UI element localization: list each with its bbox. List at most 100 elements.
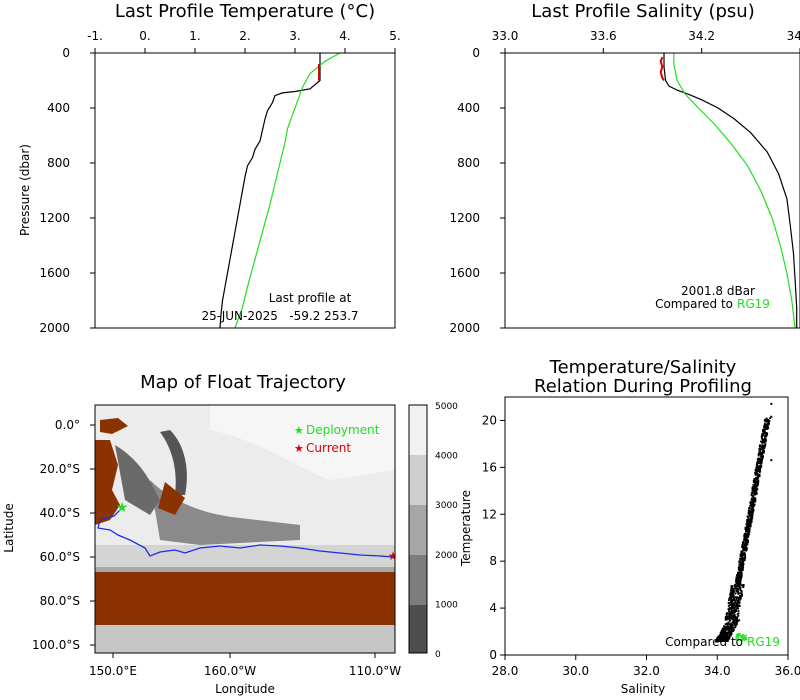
colorbar-band-4 <box>409 455 427 505</box>
ts-point <box>729 589 732 592</box>
ts-point <box>770 415 773 418</box>
ts-point <box>762 449 764 452</box>
ts-point <box>761 445 763 448</box>
temperature-annotation-line2: 25-JUN-2025 -59.2 253.7 <box>201 309 358 323</box>
ts-point <box>740 558 743 561</box>
ts-point <box>737 584 739 587</box>
x-tick-label: 33.0 <box>492 29 519 43</box>
current-marker: ★ <box>388 549 399 563</box>
ts-y-tick-label: 8 <box>489 554 497 568</box>
ts-point <box>720 632 723 635</box>
ts-point <box>730 596 732 599</box>
ts-point <box>766 427 769 430</box>
temperature-frame <box>94 52 396 329</box>
ts-point <box>733 614 735 617</box>
ts-point <box>763 434 766 437</box>
ts-point <box>755 486 758 488</box>
ts-point <box>754 485 757 488</box>
ts-point <box>752 487 754 489</box>
ts-point <box>739 598 741 601</box>
ts-point <box>735 596 738 599</box>
ts-point <box>738 582 741 585</box>
ts-point <box>762 432 765 435</box>
ts-point <box>719 638 721 641</box>
ts-point <box>760 452 763 455</box>
ts-climatology-point <box>743 636 746 639</box>
temperature-title: Last Profile Temperature (°C) <box>115 1 375 22</box>
ts-x-tick-label: 28.0 <box>492 664 519 678</box>
ts-point <box>759 458 762 461</box>
ts-point <box>726 627 729 630</box>
ts-x-tick-label: 32.0 <box>633 664 660 678</box>
ts-point <box>740 595 742 598</box>
ts-point <box>737 614 740 617</box>
map-x-tick-label: 110.0°W <box>349 664 401 678</box>
ts-point <box>738 565 741 568</box>
ts-point <box>732 590 734 592</box>
x-tick-label: 34.2 <box>688 29 715 43</box>
ts-point <box>754 497 757 500</box>
legend-current-icon: ★ <box>294 442 304 455</box>
ts-point <box>739 583 742 585</box>
ridge-dark <box>150 480 300 545</box>
ts-point <box>748 513 751 515</box>
ts-point <box>746 529 749 532</box>
ts-point <box>758 445 761 448</box>
ts-point <box>732 609 735 612</box>
ts-point <box>739 559 742 562</box>
ts-point <box>763 437 766 440</box>
map-panel: Map of Float Trajectory ★ ★ ★ <box>2 372 458 696</box>
ts-point <box>758 475 761 477</box>
ts-point <box>734 611 736 613</box>
colorbar-band-1 <box>409 605 427 653</box>
ts-point <box>748 518 751 520</box>
ts-point <box>751 501 754 504</box>
map-xlabel: Longitude <box>215 682 275 696</box>
ts-point <box>729 594 732 597</box>
legend-deployment-icon: ★ <box>294 424 304 437</box>
ts-point <box>760 440 762 443</box>
float-profile-line <box>663 53 798 328</box>
ts-climatology-point <box>744 638 747 640</box>
ts-point <box>736 599 738 602</box>
ts-point <box>729 597 731 599</box>
ts-point <box>727 622 730 625</box>
ts-point <box>730 601 733 604</box>
ts-point <box>755 484 758 487</box>
ts-point <box>736 602 739 605</box>
ts-point <box>749 521 751 524</box>
ts-point <box>727 628 730 630</box>
x-tick-label: 3. <box>289 29 300 43</box>
ts-point <box>724 632 727 635</box>
y-tick-label: 1200 <box>39 211 70 225</box>
ts-point <box>715 639 718 641</box>
ts-point <box>724 634 726 637</box>
ts-point <box>764 418 767 421</box>
map-y-tick-label: 80.0°S <box>40 594 80 608</box>
ts-point <box>727 626 729 629</box>
ts-point <box>732 595 735 598</box>
ts-point <box>725 623 728 626</box>
ts-point <box>752 479 755 482</box>
ts-climatology-point <box>737 636 740 638</box>
ts-point <box>751 495 754 497</box>
ts-point <box>734 602 736 604</box>
ts-point <box>751 514 753 517</box>
ts-point <box>732 598 734 601</box>
ts-point <box>758 471 761 474</box>
ts-point <box>749 523 752 526</box>
ts-point <box>765 417 768 420</box>
ts-point <box>758 474 761 476</box>
ts-point <box>740 552 743 555</box>
x-tick-label: 2. <box>239 29 250 43</box>
ts-point <box>737 588 740 591</box>
ts-point <box>757 475 759 478</box>
ts-point <box>726 631 729 634</box>
ts-point <box>753 489 755 492</box>
ts-point <box>753 485 755 487</box>
ts-title-line1: Temperature/Salinity <box>549 357 737 378</box>
ts-point <box>742 584 745 586</box>
